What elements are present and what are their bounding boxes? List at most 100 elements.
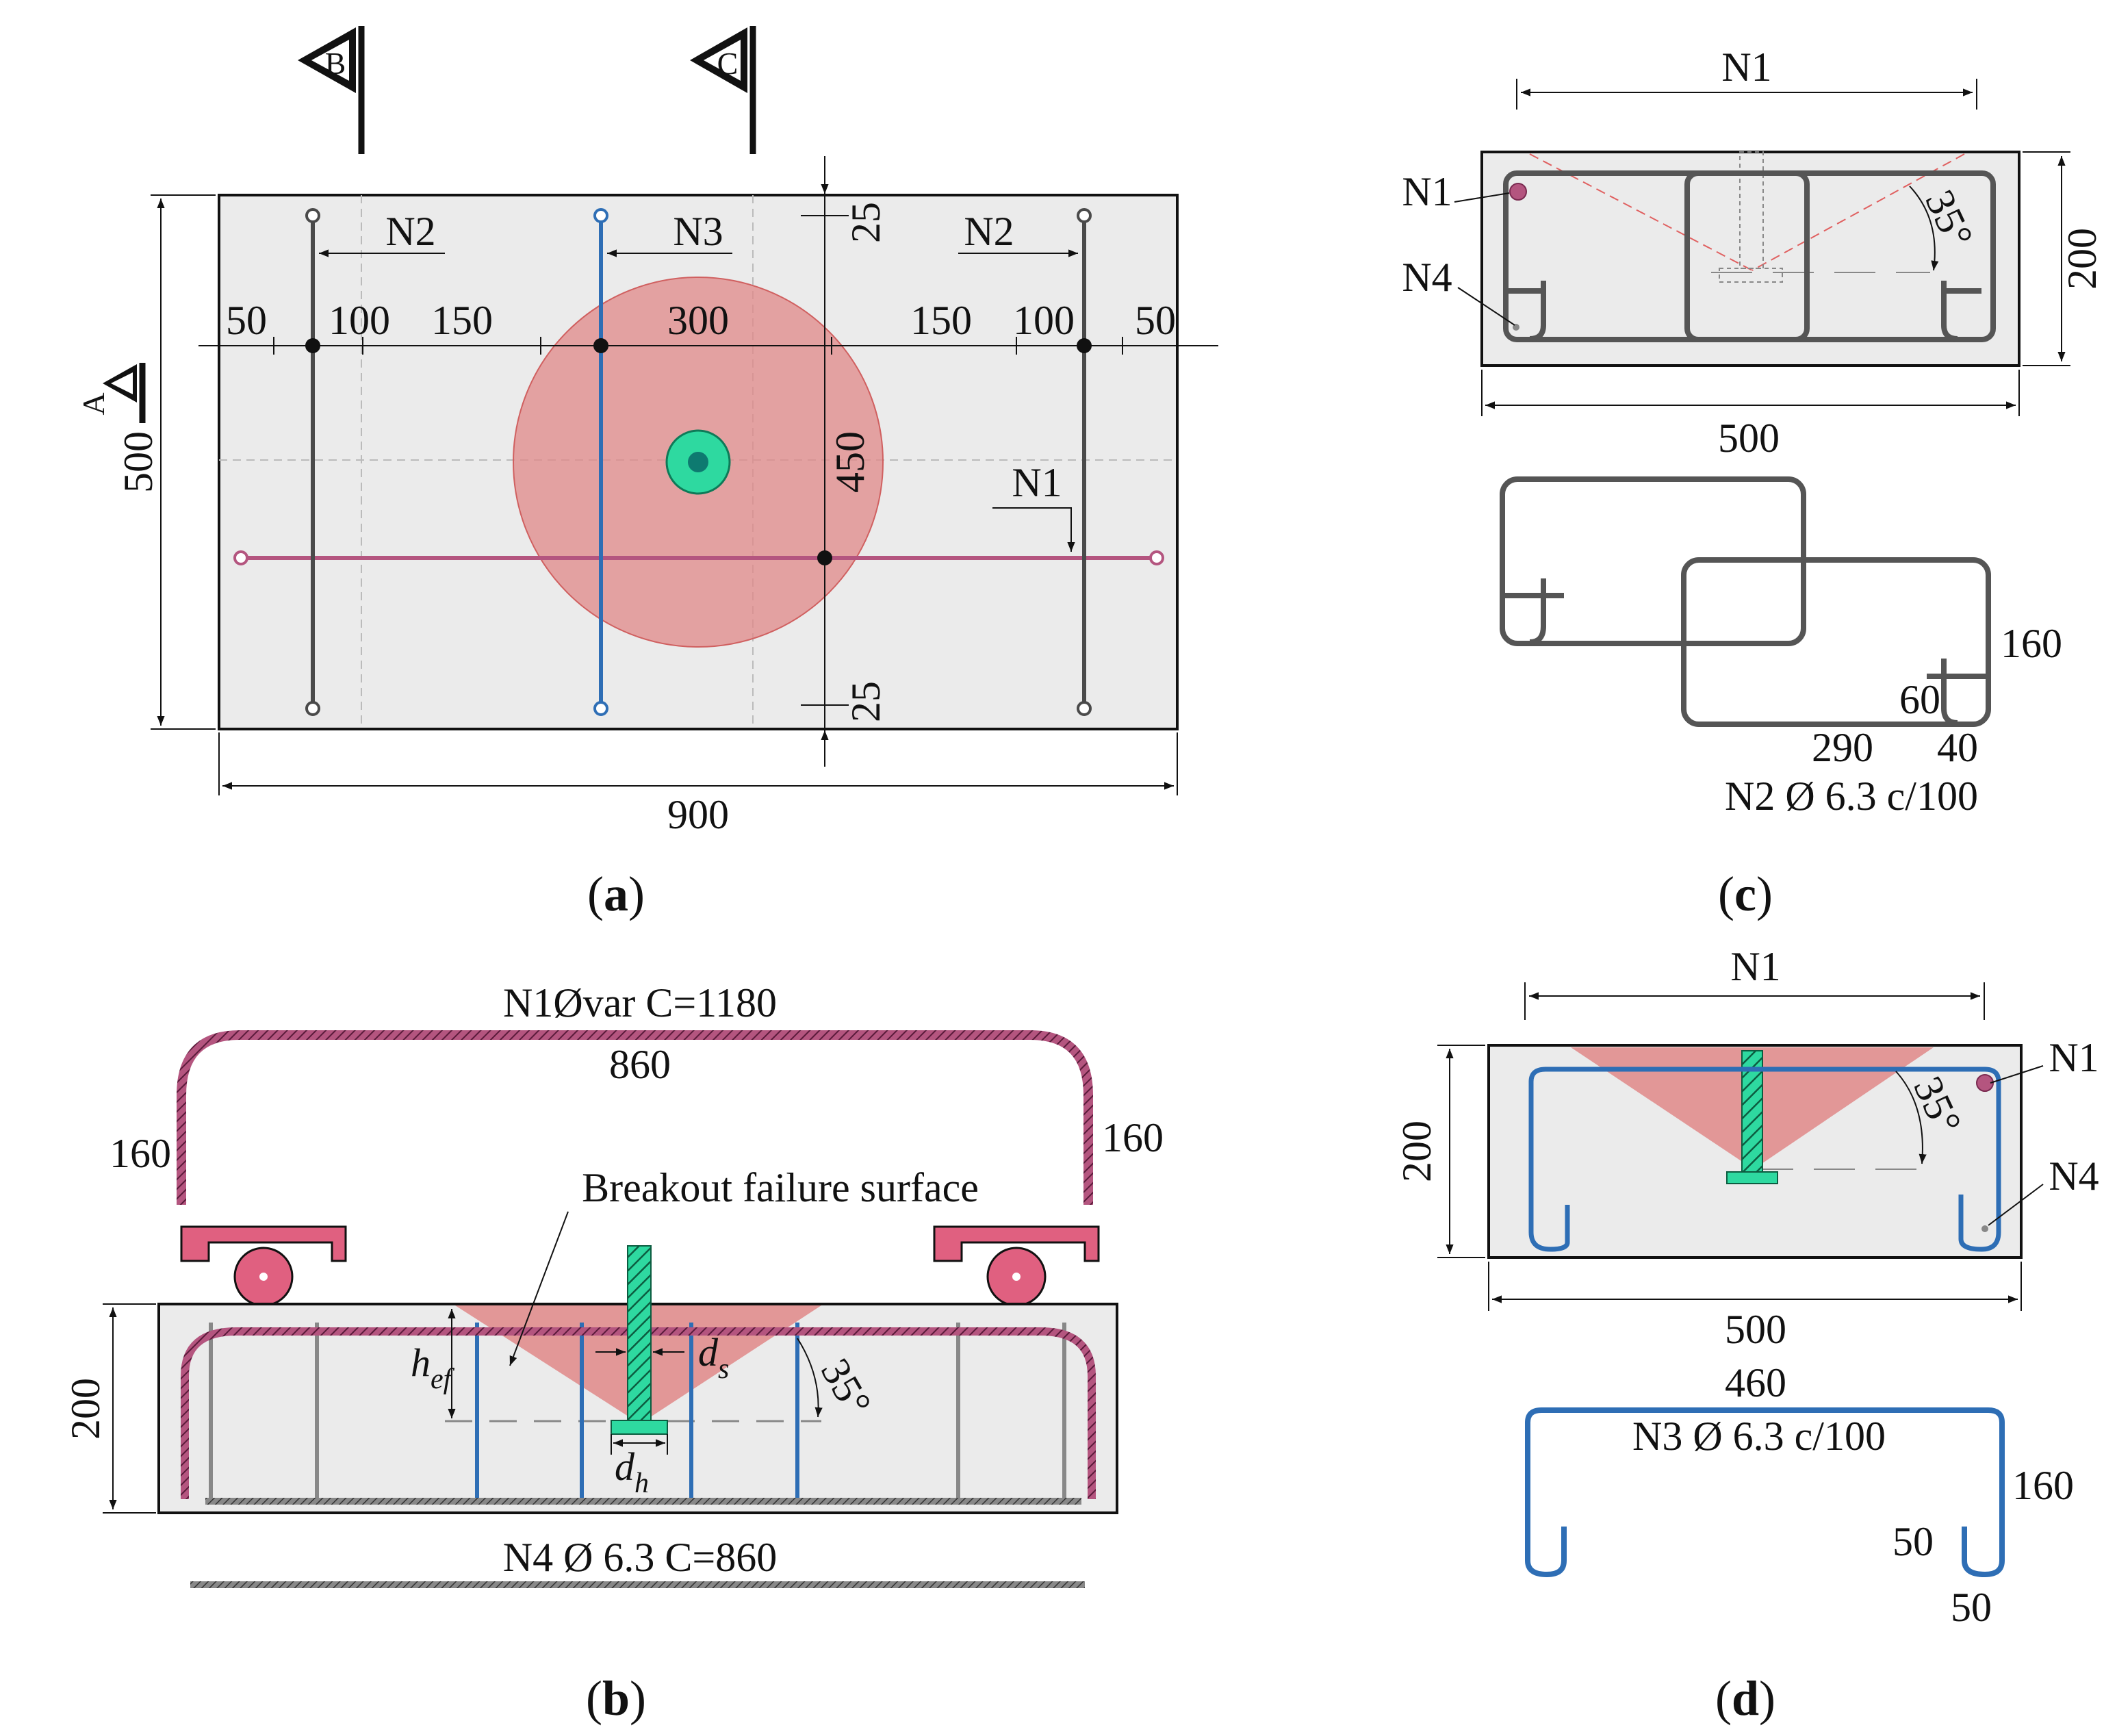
stirrups-elevation <box>209 1323 1066 1503</box>
stirrup-290-label: 290 <box>1812 725 1873 770</box>
cone-line-left-c <box>1529 153 1753 271</box>
support-right <box>933 1225 1100 1307</box>
hook-right-c <box>1941 281 1981 342</box>
n1-leader-c <box>1454 192 1510 203</box>
hook-detail-b <box>1927 659 1988 726</box>
n2-right-label: N2 <box>964 209 1014 254</box>
n1-bar-leg-right: 160 <box>1102 1115 1164 1160</box>
breakout-label: Breakout failure surface <box>582 1165 979 1210</box>
spacing-ticks <box>273 337 1123 355</box>
panel-c-caption: (c) <box>1718 867 1773 921</box>
n1-leader <box>992 507 1075 552</box>
rebar-n3-end-bottom <box>593 701 608 716</box>
anchor-shaft-plan <box>688 452 708 472</box>
dim-25-top-label: 25 <box>843 202 888 243</box>
rebar-n1-end-right <box>1149 550 1164 565</box>
spacing-label-2: 100 <box>329 298 390 343</box>
spacing-label-1: 50 <box>226 298 267 343</box>
hook-detail-a <box>1502 578 1564 645</box>
n1-side-label-d: N1 <box>2049 1035 2099 1080</box>
width-label-c: 500 <box>1718 416 1780 461</box>
section-marker-c: C <box>690 26 756 154</box>
beam-height-label: 200 <box>63 1378 108 1440</box>
panel-d-caption: (d) <box>1715 1671 1775 1726</box>
n4-bar-label: N4 Ø 6.3 C=860 <box>503 1535 778 1580</box>
spacing-label-5: 150 <box>910 298 972 343</box>
spacing-node-n3 <box>593 338 608 353</box>
spacing-node-n2-left <box>305 338 320 353</box>
n2-left-label: N2 <box>385 209 435 254</box>
panel-a-caption: (a) <box>587 867 645 921</box>
n1-bar-dot-c <box>1509 183 1527 201</box>
n1-bar-span: 860 <box>609 1042 671 1087</box>
n1-bar-leg-left: 160 <box>110 1131 171 1176</box>
svg-text:B: B <box>325 46 346 81</box>
svg-text:A: A <box>76 392 111 415</box>
anchor-head-d <box>1726 1171 1778 1184</box>
n1-label: N1 <box>1012 460 1062 505</box>
n3-stirrup-d <box>1528 1067 2001 1252</box>
anchor-head-section <box>611 1420 668 1435</box>
breakout-leader <box>509 1211 569 1366</box>
n2-detail-label: N2 Ø 6.3 c/100 <box>1725 774 1978 819</box>
spacing-label-6: 100 <box>1013 298 1075 343</box>
n1-top-label-d: N1 <box>1730 944 1780 989</box>
rebar-n1-end-left <box>233 550 248 565</box>
n1-bar-shape <box>177 1030 1093 1205</box>
panel-a: 50 100 150 300 150 100 50 N2 N3 N2 N1 25… <box>76 26 1218 921</box>
dh-label: dh <box>615 1444 649 1499</box>
n1-leader-d <box>1990 1065 2044 1084</box>
panel-b-caption: (b) <box>586 1671 646 1726</box>
rebar-n3-end-top <box>593 208 608 223</box>
spacing-label-4: 300 <box>667 298 729 343</box>
cone-line-right-c <box>1752 153 1965 271</box>
rebar-n2-right-end-bottom <box>1077 701 1092 716</box>
stirrup-60-label: 60 <box>1899 677 1940 722</box>
n4-leader-d <box>1988 1184 2044 1226</box>
hook-left-c <box>1506 281 1546 342</box>
n3-detail-460: 460 <box>1725 1360 1786 1405</box>
stirrup-inner-c <box>1684 170 1810 342</box>
panel-d: N1 N1 N4 35° 200 500 460 N3 Ø 6.3 c/100 … <box>1394 944 2099 1726</box>
n3-detail-50-inner: 50 <box>1893 1519 1934 1564</box>
stirrup-160-label: 160 <box>2001 621 2062 666</box>
dim-900-label: 900 <box>667 792 729 837</box>
height-label-c: 200 <box>2060 228 2105 290</box>
dim-500-label: 500 <box>116 431 161 493</box>
panel-c: N1 N1 N4 35° 200 500 <box>1402 44 2105 921</box>
angle-arc-d <box>1895 1071 1927 1164</box>
rebar-n2-right-end-top <box>1077 208 1092 223</box>
support-left <box>180 1225 347 1307</box>
angle-arc-c <box>1909 186 1939 271</box>
n3-detail-160: 160 <box>2012 1463 2074 1508</box>
spacing-label-3: 150 <box>431 298 493 343</box>
svg-text:C: C <box>717 46 739 81</box>
n3-detail-label: N3 Ø 6.3 c/100 <box>1632 1414 1886 1459</box>
n4-side-label-d: N4 <box>2049 1153 2099 1199</box>
anchor-shaft-section <box>627 1245 652 1421</box>
n3-detail-50-bottom: 50 <box>1951 1585 1992 1630</box>
spacing-node-n2-right <box>1077 338 1092 353</box>
ds-label: ds <box>698 1330 729 1385</box>
n4-bar-dot-d <box>1981 1225 1988 1232</box>
dim-450-label: 450 <box>827 431 873 493</box>
section-c-body <box>1480 151 2020 367</box>
panel-b: N1Øvar C=1180 860 160 160 <box>63 980 1164 1726</box>
width-label-d: 500 <box>1725 1307 1786 1352</box>
hef-label: hef <box>411 1340 455 1395</box>
rebar-n2-left-end-top <box>305 208 320 223</box>
dim-25-bottom-label: 25 <box>843 681 888 722</box>
n3-bar-detail <box>1525 1407 2005 1578</box>
section-marker-a: A <box>76 363 146 423</box>
stirrup-40-label: 40 <box>1937 725 1978 770</box>
n4-side-label-c: N4 <box>1402 255 1452 300</box>
n1-top-label-c: N1 <box>1721 44 1771 90</box>
n3-label: N3 <box>673 209 723 254</box>
stirrup-detail-b <box>1681 557 1991 727</box>
n1-bar-dot-d <box>1976 1074 1994 1092</box>
n1-side-label-c: N1 <box>1402 169 1452 214</box>
section-marker-b: B <box>298 26 365 154</box>
n1-bar-label: N1Øvar C=1180 <box>503 980 777 1025</box>
spacing-label-7: 50 <box>1135 298 1176 343</box>
